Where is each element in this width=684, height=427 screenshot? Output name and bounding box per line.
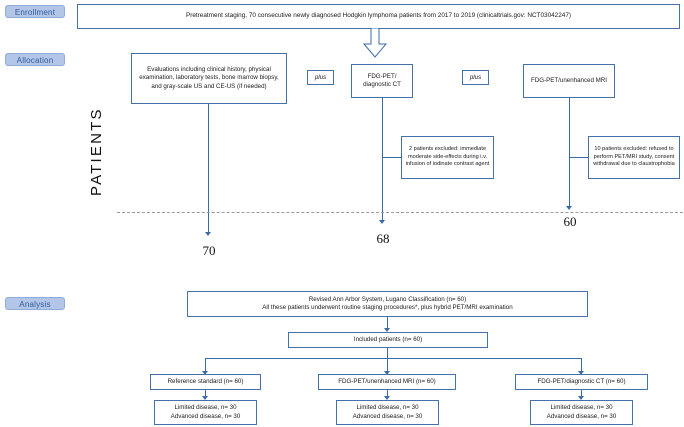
arm-2-title-box: FDG-PET/unenhanced MRI (n= 60) — [318, 374, 456, 390]
connector-arm-3-to-detail — [581, 390, 582, 399]
connector-arm-2-to-detail — [387, 390, 388, 399]
connector-included-stem — [387, 348, 388, 358]
plus-connector-2-text: plus — [469, 74, 482, 81]
connector-petmri-to-exclusion — [569, 157, 589, 158]
connector-classification-to-included — [387, 317, 388, 330]
arrowhead-petmri — [566, 206, 572, 210]
exclusion-box-ct: 2 patients excluded: immediate moderate … — [401, 136, 494, 179]
stage-badge-analysis: Analysis — [5, 297, 65, 310]
classification-line-2: All these patients underwent routine sta… — [262, 304, 513, 311]
connector-petct-trunk — [382, 98, 383, 222]
arm-1-advanced: Advanced disease, n= 30 — [170, 412, 241, 420]
count-petct: 68 — [376, 231, 390, 246]
arm-1-detail-box: Limited disease, n= 30 Advanced disease,… — [154, 400, 257, 425]
count-petmri: 60 — [563, 214, 577, 229]
arrowhead-arm-2-detail — [384, 396, 390, 400]
stage-badge-enrollment: Enrollment — [5, 5, 65, 18]
connector-branch-bar — [205, 358, 582, 359]
enrollment-box: Pretreatment staging, 70 consecutive new… — [77, 4, 680, 29]
arm-2-detail-text: Limited disease, n= 30 Advanced disease,… — [339, 404, 436, 421]
arrowhead-arm-2 — [384, 371, 390, 375]
connector-petct-to-exclusion — [382, 157, 402, 158]
connector-branch-left — [205, 358, 206, 373]
arm-1-limited: Limited disease, n= 30 — [174, 404, 237, 412]
connector-petmri-trunk — [569, 98, 570, 208]
arm-3-title-box: FDG-PET/diagnostic CT (n= 60) — [515, 374, 648, 390]
arm-3-advanced: Advanced disease, n= 30 — [546, 412, 617, 420]
arm-2-detail-box: Limited disease, n= 30 Advanced disease,… — [336, 400, 439, 425]
arrowhead-evaluations — [205, 232, 211, 236]
plus-connector-1-text: plus — [314, 74, 327, 81]
evaluations-box-text: Evaluations including clinical history, … — [139, 65, 279, 90]
arrowhead-arm-3 — [578, 371, 584, 375]
classification-box-text: Revised Ann Arbor System, Lugano Classif… — [190, 296, 585, 313]
patients-axis-label: PATIENTS — [88, 107, 105, 196]
connector-branch-right — [581, 358, 582, 373]
pet-mri-box: FDG-PET/unenhanced MRI — [523, 64, 615, 98]
arm-3-limited: Limited disease, n= 30 — [550, 404, 613, 412]
block-arrow-down-icon — [362, 27, 388, 63]
arrowhead-petct — [379, 220, 385, 224]
included-patients-box: Included patients (n= 60) — [288, 332, 488, 348]
arm-1-detail-text: Limited disease, n= 30 Advanced disease,… — [157, 404, 254, 421]
connector-branch-center — [387, 358, 388, 373]
plus-connector-2: plus — [462, 70, 489, 85]
arm-3-detail-box: Limited disease, n= 30 Advanced disease,… — [530, 400, 633, 425]
arm-2-limited: Limited disease, n= 30 — [356, 404, 419, 412]
pet-ct-box-text: FDG-PET/ diagnostic CT — [363, 72, 401, 88]
exclusion-box-ct-text: 2 patients excluded: immediate moderate … — [405, 146, 490, 168]
arm-1-title-text: Reference standard (n= 60) — [167, 377, 244, 385]
classification-box: Revised Ann Arbor System, Lugano Classif… — [187, 291, 588, 317]
included-patients-text: Included patients (n= 60) — [353, 335, 423, 343]
exclusion-box-mri: 10 patients excluded: refused to perform… — [588, 136, 680, 179]
arrowhead-arm-1 — [202, 371, 208, 375]
arm-2-advanced: Advanced disease, n= 30 — [352, 412, 423, 420]
arm-2-title-text: FDG-PET/unenhanced MRI (n= 60) — [338, 377, 436, 385]
dashed-separator — [117, 212, 683, 213]
connector-evaluations-trunk — [208, 104, 209, 234]
plus-connector-1: plus — [307, 70, 334, 85]
pet-mri-box-text: FDG-PET/unenhanced MRI — [531, 76, 607, 84]
classification-line-1: Revised Ann Arbor System, Lugano Classif… — [308, 295, 467, 303]
arrowhead-arm-3-detail — [578, 396, 584, 400]
arm-3-title-text: FDG-PET/diagnostic CT (n= 60) — [537, 377, 626, 385]
pet-ct-box: FDG-PET/ diagnostic CT — [351, 64, 413, 98]
connector-arm-1-to-detail — [205, 390, 206, 399]
arrowhead-included — [384, 328, 390, 332]
count-evaluations: 70 — [202, 243, 216, 258]
exclusion-box-mri-text: 10 patients excluded: refused to perform… — [593, 146, 675, 168]
evaluations-box: Evaluations including clinical history, … — [131, 53, 287, 104]
arrowhead-arm-1-detail — [202, 396, 208, 400]
arm-3-detail-text: Limited disease, n= 30 Advanced disease,… — [533, 404, 630, 421]
arm-1-title-box: Reference standard (n= 60) — [150, 374, 261, 390]
enrollment-box-text: Pretreatment staging, 70 consecutive new… — [185, 12, 572, 20]
stage-badge-allocation: Allocation — [5, 53, 65, 66]
